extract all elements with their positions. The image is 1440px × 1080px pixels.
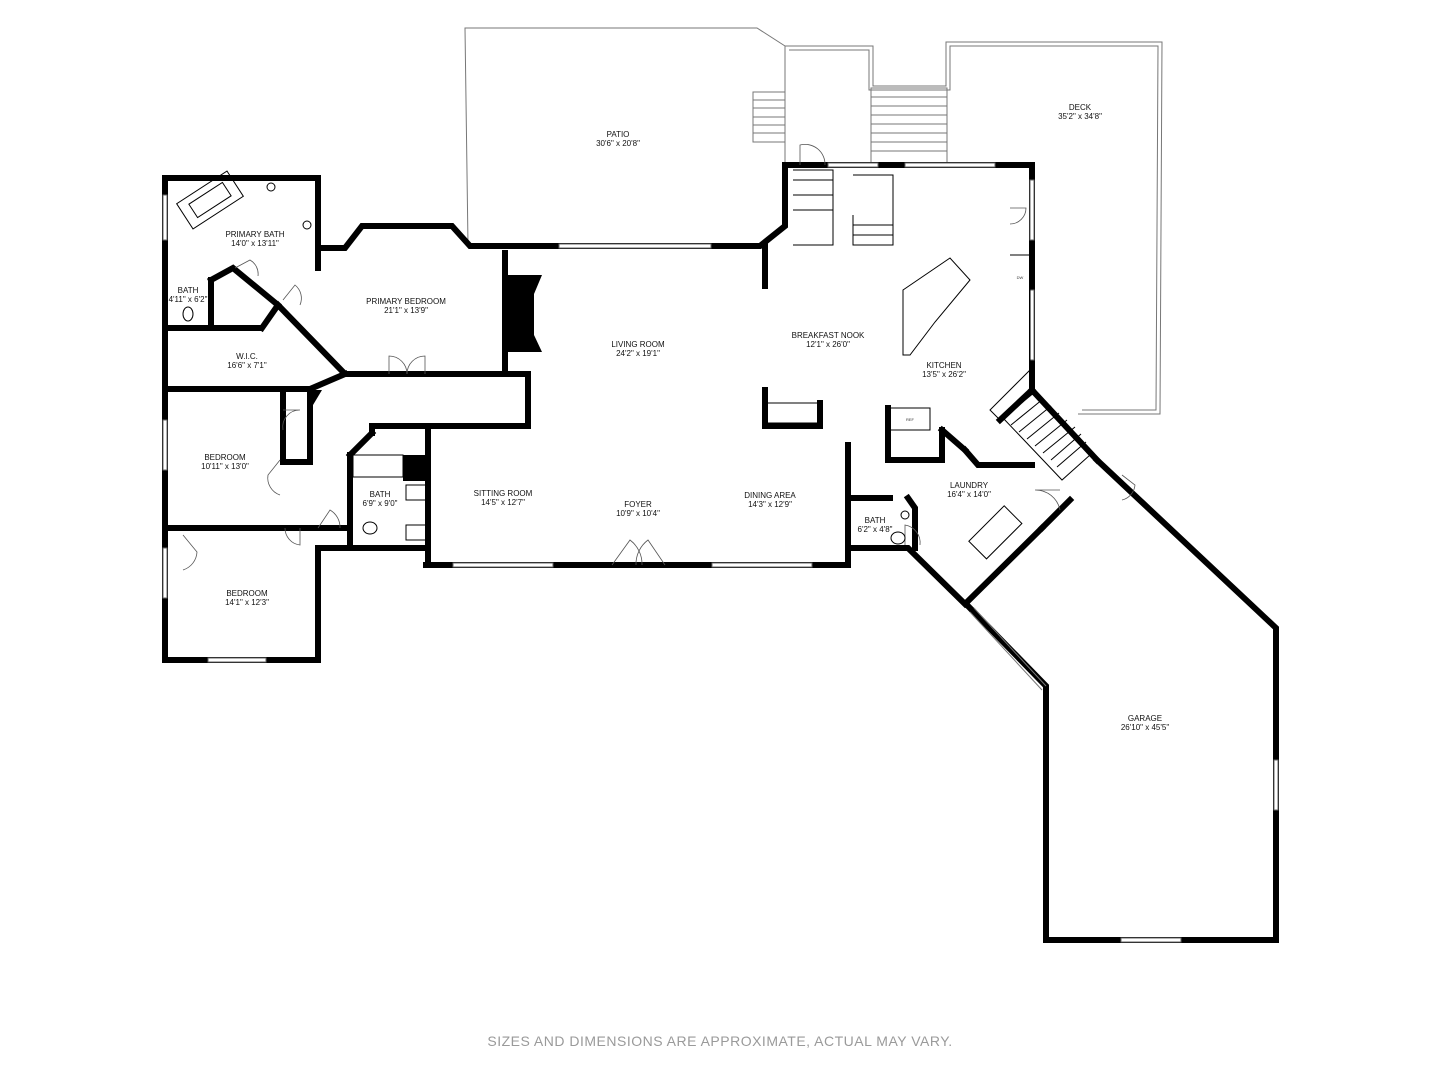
refrigerator [889, 407, 931, 431]
svg-text:PATIO: PATIO [607, 130, 630, 139]
doors [182, 144, 1136, 571]
svg-text:14'1" x 12'3": 14'1" x 12'3" [225, 598, 269, 607]
interior-stairs [793, 169, 1091, 481]
svg-text:PRIMARY BATH: PRIMARY BATH [225, 230, 284, 239]
svg-text:PRIMARY BEDROOM: PRIMARY BEDROOM [366, 297, 446, 306]
svg-text:DECK: DECK [1069, 103, 1092, 112]
svg-text:BATH: BATH [370, 490, 391, 499]
fireplace [508, 275, 542, 352]
interior-walls [162, 243, 1075, 568]
svg-text:4'11" x 6'2": 4'11" x 6'2" [169, 295, 208, 304]
washer-dryer-label: DW [1017, 275, 1024, 280]
svg-text:24'2" x 19'1": 24'2" x 19'1" [616, 349, 660, 358]
kitchen-fixtures: REF DW [764, 254, 1031, 431]
svg-text:BREAKFAST NOOK: BREAKFAST NOOK [792, 331, 865, 340]
svg-text:FOYER: FOYER [624, 500, 652, 509]
svg-text:GARAGE: GARAGE [1128, 714, 1162, 723]
disclaimer-text: SIZES AND DIMENSIONS ARE APPROXIMATE, AC… [487, 1033, 953, 1049]
refrigerator-label: REF [906, 417, 915, 422]
svg-text:12'1" x 26'0": 12'1" x 26'0" [806, 340, 850, 349]
svg-text:26'10" x 45'5": 26'10" x 45'5" [1121, 723, 1169, 732]
svg-text:6'9" x 9'0": 6'9" x 9'0" [363, 499, 398, 508]
svg-text:16'4" x 14'0": 16'4" x 14'0" [947, 490, 991, 499]
exterior-walls [162, 162, 1279, 943]
bath-fixtures [175, 170, 1023, 560]
deck-area [785, 41, 1163, 415]
svg-text:6'2" x 4'8": 6'2" x 4'8" [858, 525, 893, 534]
svg-text:16'6" x 7'1": 16'6" x 7'1" [227, 361, 267, 370]
svg-text:35'2" x 34'8": 35'2" x 34'8" [1058, 112, 1102, 121]
svg-text:LIVING ROOM: LIVING ROOM [611, 340, 665, 349]
svg-text:BATH: BATH [865, 516, 886, 525]
svg-text:21'1" x 13'9": 21'1" x 13'9" [384, 306, 428, 315]
svg-text:BEDROOM: BEDROOM [226, 589, 268, 598]
svg-text:14'0" x 13'11": 14'0" x 13'11" [231, 239, 279, 248]
svg-text:10'9" x 10'4": 10'9" x 10'4" [616, 509, 660, 518]
svg-text:W.I.C.: W.I.C. [236, 352, 258, 361]
column [403, 455, 427, 481]
svg-text:10'11" x 13'0": 10'11" x 13'0" [201, 462, 249, 471]
svg-text:KITCHEN: KITCHEN [926, 361, 961, 370]
windows [162, 162, 1279, 943]
svg-text:DINING AREA: DINING AREA [744, 491, 796, 500]
svg-text:30'6" x 20'8": 30'6" x 20'8" [596, 139, 640, 148]
svg-text:13'5" x 26'2": 13'5" x 26'2" [922, 370, 966, 379]
kitchen-island [902, 257, 971, 356]
patio-area [464, 27, 786, 246]
svg-text:SITTING ROOM: SITTING ROOM [474, 489, 533, 498]
wic-label: W.I.C.16'6" x 7'1" [227, 352, 267, 370]
svg-text:BEDROOM: BEDROOM [204, 453, 246, 462]
svg-text:LAUNDRY: LAUNDRY [950, 481, 989, 490]
svg-text:14'5" x 12'7": 14'5" x 12'7" [481, 498, 525, 507]
svg-text:14'3" x 12'9": 14'3" x 12'9" [748, 500, 792, 509]
svg-text:BATH: BATH [178, 286, 199, 295]
